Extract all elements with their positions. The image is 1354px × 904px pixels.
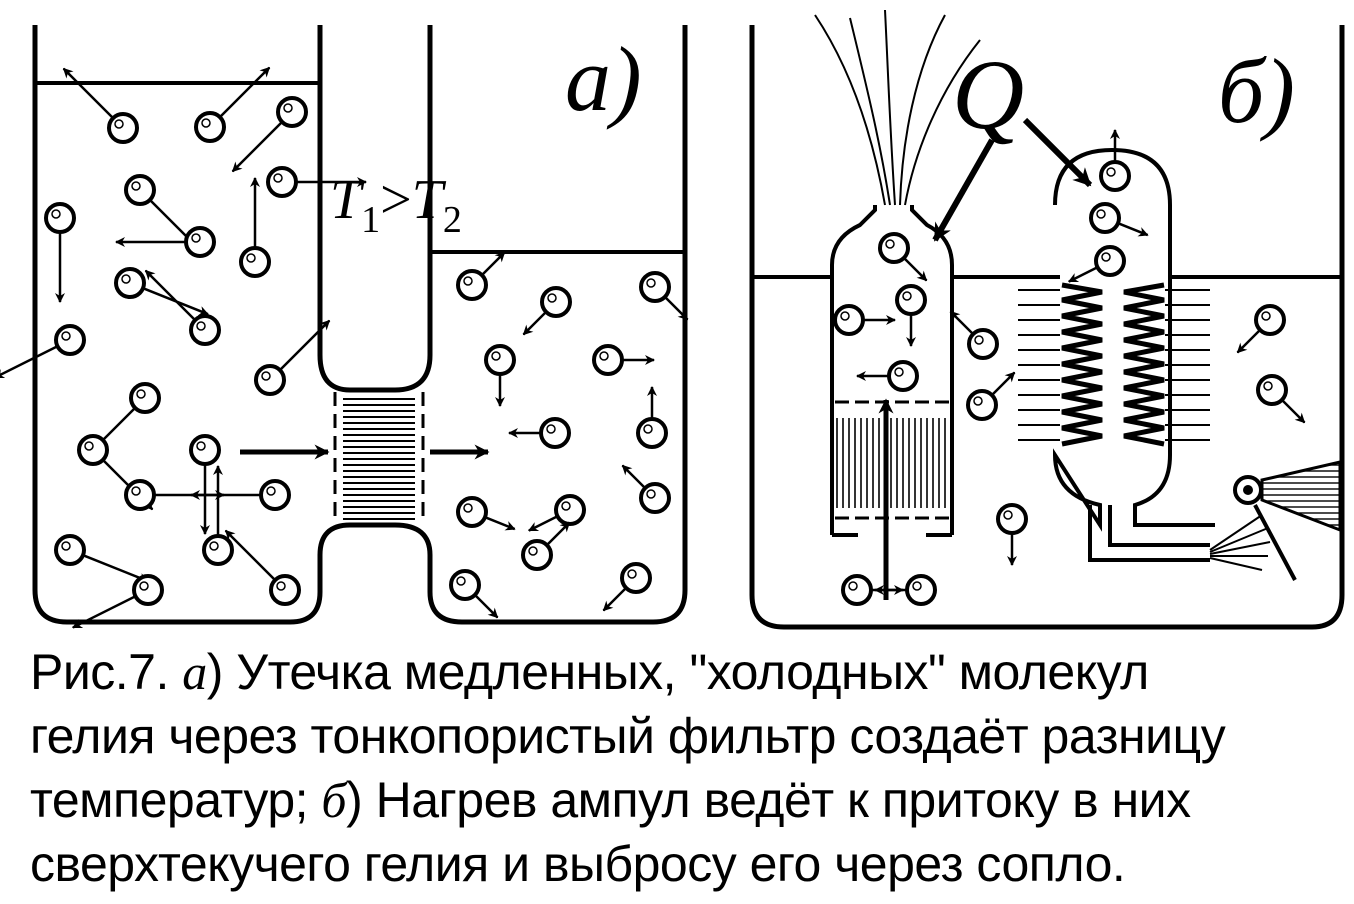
heat-arrow-left [932,138,995,242]
molecule [895,284,927,347]
caption-line-1: Рис.7. а) Утечка медленных, "холодных" м… [30,640,1340,704]
molecule [484,344,516,407]
molecule [224,529,301,606]
molecule [456,496,516,531]
caption-line-4: сверхтекучего гелия и выбросу его через … [30,836,1126,892]
molecule [1236,304,1286,354]
molecule [527,494,586,532]
molecule [124,174,201,251]
molecule [878,232,928,282]
molecule [833,304,896,336]
caption-line-3: температур; б) Нагрев ампул ведёт к прит… [30,768,1340,832]
nozzle-jet [1209,514,1271,571]
figure-illustration: а) T1>T2 [0,9,1345,630]
molecule [71,574,164,629]
molecule [1256,374,1306,424]
molecule [144,269,221,346]
molecule [202,465,234,566]
fountain-jets [814,9,981,206]
molecule [254,319,331,396]
molecule [456,251,506,301]
molecule [508,417,571,449]
molecule [1099,129,1131,192]
molecule [44,202,76,303]
molecule [602,562,652,612]
molecule [84,382,161,459]
vessel-a-outline [32,25,688,625]
molecule [522,286,572,336]
molecule [996,503,1028,566]
left-ampoule-filter [835,400,949,520]
t2-subscript: 2 [443,199,462,241]
molecules-panel-a [0,66,689,629]
caption-text-3b: ) Нагрев ампул ведёт к притоку в них [346,772,1191,828]
molecule [1067,245,1126,283]
heater-coils [1018,282,1210,447]
t2-symbol: T [412,169,447,231]
molecule [231,96,308,173]
caption-letter-b: б [321,772,347,828]
caption-figure-ref: Рис.7. [30,644,183,700]
t1-symbol: T [330,169,365,231]
caption-line-2: гелия через тонкопористый фильтр создаёт… [30,708,1226,764]
molecule [115,226,216,258]
molecule [621,464,671,514]
molecule [449,569,499,619]
light-source [1233,460,1342,581]
molecule [521,521,571,571]
molecule [639,271,689,321]
t1-subscript: 1 [361,199,380,241]
molecule [966,371,1016,421]
molecule [1089,202,1149,237]
molecule [266,166,367,198]
panel-a-label: а) [565,28,642,130]
molecule [636,386,668,449]
molecule [239,177,271,278]
molecule [114,267,209,316]
greater-than-sign: > [380,169,412,231]
molecule [62,67,139,144]
caption-letter-a: а [182,644,207,700]
caption-text-a: ) Утечка медленных, "холодных" молекул [206,644,1150,700]
molecule [190,479,291,511]
molecules-panel-b [833,129,1306,606]
molecule [189,434,221,535]
panel-b: Q б) [749,9,1345,630]
molecule [856,360,919,392]
caption-text-3a: температур; [30,772,322,828]
figure-caption: Рис.7. а) Утечка медленных, "холодных" м… [30,640,1340,896]
porous-filter [333,392,425,520]
molecule [0,324,86,379]
vessel-b-outline [749,25,1345,630]
temperature-relation: T1>T2 [330,169,462,241]
molecule [949,310,999,360]
molecule [194,66,271,143]
heat-arrow-right [1022,117,1093,188]
molecule [874,574,937,606]
molecule [54,534,149,583]
panel-b-label: б) [1218,40,1295,142]
divider-wall [317,25,433,393]
molecule [592,344,655,376]
panel-a: а) T1>T2 [0,25,689,629]
molecule [841,574,904,606]
heat-label: Q [952,39,1024,150]
